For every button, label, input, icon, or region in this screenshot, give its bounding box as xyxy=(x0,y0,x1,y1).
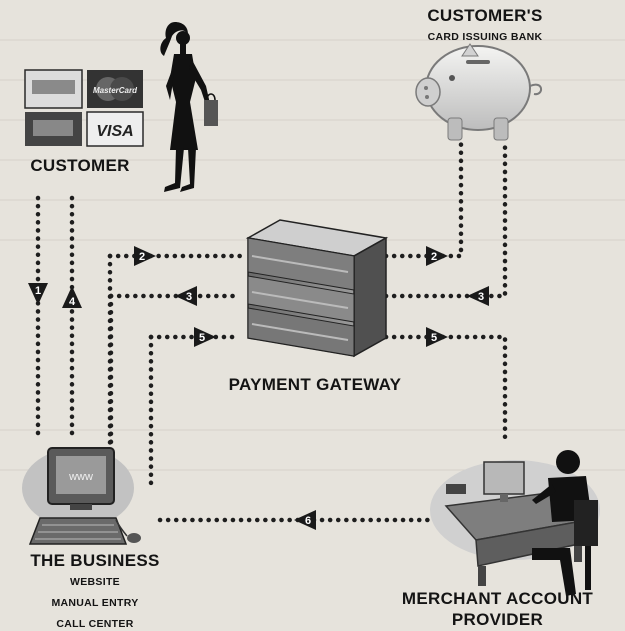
www-screen-text: www xyxy=(68,471,93,483)
step-3-left-label: 3 xyxy=(186,291,192,303)
payment-gateway-label: PAYMENT GATEWAY xyxy=(228,375,402,394)
business-computer-icon: www xyxy=(22,447,141,545)
step-5-right-label: 5 xyxy=(431,332,437,344)
step-6-marker: 6 xyxy=(294,510,316,530)
payment-gateway-server-icon xyxy=(245,219,389,358)
credit-cards-icon: MasterCard VISA xyxy=(24,69,144,147)
step-2-right-marker: 2 xyxy=(426,246,448,266)
merchant-office-icon xyxy=(430,450,600,596)
business-label: THE BUSINESS xyxy=(30,551,160,570)
step-2-right-label: 2 xyxy=(431,251,437,263)
step-4-marker: 4 xyxy=(62,286,82,308)
step-markers: 2 3 5 2 3 5 1 4 xyxy=(28,246,489,530)
step-5-left-marker: 5 xyxy=(194,327,216,347)
step-5-left-label: 5 xyxy=(199,332,205,344)
customer-silhouette-icon xyxy=(160,22,218,192)
step-3-left-marker: 3 xyxy=(175,286,197,306)
piggy-bank-icon xyxy=(415,43,542,141)
step-2-left-marker: 2 xyxy=(134,246,156,266)
step-3-right-marker: 3 xyxy=(467,286,489,306)
bank-label: CUSTOMER'S xyxy=(427,6,543,25)
customer-label: CUSTOMER xyxy=(30,156,130,175)
step-4-label: 4 xyxy=(69,296,76,308)
step-1-marker: 1 xyxy=(28,283,48,305)
mastercard-logo: MasterCard xyxy=(93,86,138,95)
step-1-label: 1 xyxy=(35,285,41,297)
merchant-label: MERCHANT ACCOUNT xyxy=(401,589,594,608)
step-3-right-label: 3 xyxy=(478,291,484,303)
visa-logo: VISA xyxy=(96,123,133,140)
business-channel-manual-entry: MANUAL ENTRY xyxy=(51,597,139,609)
bank-sublabel: CARD ISSUING BANK xyxy=(427,31,543,43)
step-6-label: 6 xyxy=(305,515,311,527)
step-5-right-marker: 5 xyxy=(426,327,448,347)
business-channel-website: WEBSITE xyxy=(70,576,120,588)
step-2-left-label: 2 xyxy=(139,251,145,263)
business-channel-call-center: CALL CENTER xyxy=(56,618,134,630)
merchant-label-line-2: PROVIDER xyxy=(451,610,544,629)
